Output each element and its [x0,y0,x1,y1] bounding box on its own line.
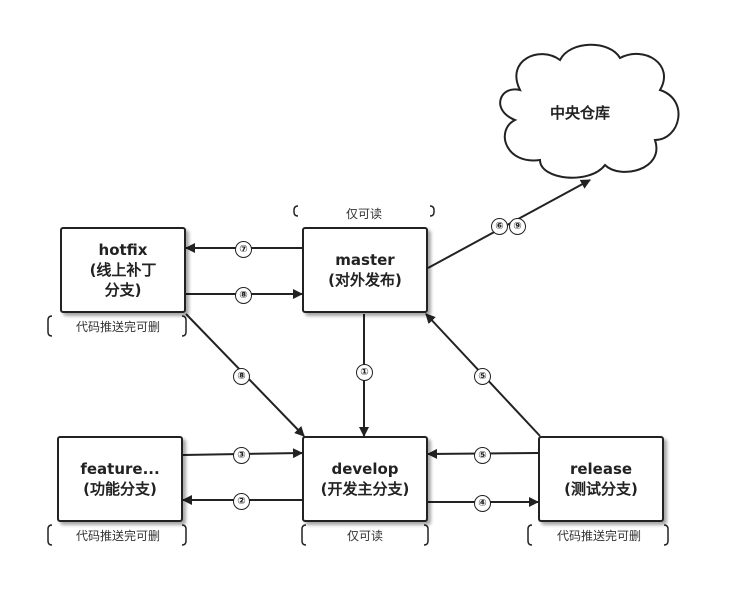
release-node[interactable]: release (测试分支) [538,436,664,522]
brace-release-note [527,524,669,546]
brace-hotfix-note [47,315,187,337]
step-5-badge-a: ⑤ [474,368,491,385]
step-7-badge: ⑦ [235,241,252,258]
develop-subtitle: (开发主分支) [320,480,410,498]
brace-feature-note [47,524,187,546]
step-2-badge: ② [233,493,250,510]
hotfix-subtitle-2: 分支) [104,281,142,299]
step-1-badge: ① [356,364,373,381]
step-6-badge: ⑥ [491,218,508,235]
release-title: release [569,460,633,478]
feature-node[interactable]: feature... (功能分支) [57,436,183,522]
step-8-badge-b: ⑧ [233,368,250,385]
cloud-shape [499,43,680,179]
hotfix-subtitle-1: (线上补丁 [89,261,157,279]
master-node[interactable]: master (对外发布) [302,227,428,313]
central-repo-label: 中央仓库 [549,104,610,122]
step-9-badge: ⑨ [509,218,526,235]
feature-subtitle: (功能分支) [83,480,157,498]
hotfix-title: hotfix [98,241,148,259]
hotfix-node[interactable]: hotfix (线上补丁 分支) [60,227,186,313]
feature-note: 代码推送完可删 [75,529,160,543]
release-note: 代码推送完可删 [556,529,641,543]
master-subtitle: (对外发布) [328,271,402,289]
step-3-badge: ③ [233,447,250,464]
master-title: master [335,251,395,269]
develop-title: develop [331,460,399,478]
brace-develop-note [301,524,429,546]
step-8-badge-a: ⑧ [235,287,252,304]
release-subtitle: (测试分支) [564,480,638,498]
develop-node[interactable]: develop (开发主分支) [302,436,428,522]
step-5-badge-b: ⑤ [474,447,491,464]
hotfix-note: 代码推送完可删 [75,320,160,334]
develop-note: 仅可读 [346,529,383,543]
master-note: 仅可读 [345,207,382,221]
brace-master-note [293,205,435,217]
feature-title: feature... [80,460,160,478]
step-4-badge: ④ [474,495,491,512]
